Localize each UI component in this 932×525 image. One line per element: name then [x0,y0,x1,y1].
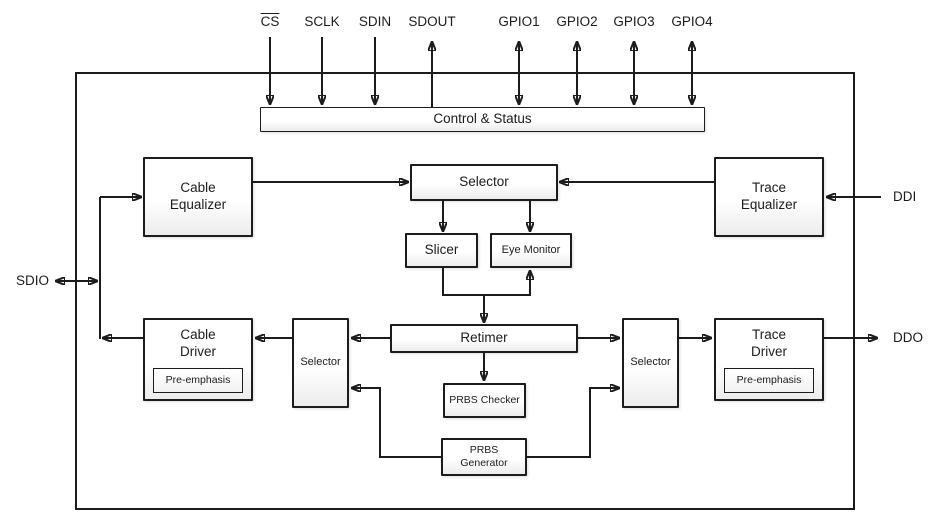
wire-prbs-gen-to-selector-right [527,388,619,458]
slicer-block: Slicer [405,233,478,268]
control-status-block: Control & Status [260,107,705,132]
trace-equalizer-block: Trace Equalizer [714,157,824,237]
pin-label-cs: CS [260,14,280,29]
pin-label-ddi: DDI [893,189,917,204]
cable-driver-label: Cable Driver [180,327,216,359]
pin-label-gpio2: GPIO2 [556,14,598,29]
pin-label-sclk: SCLK [304,14,340,29]
selector-right-block: Selector [622,318,679,408]
cable-driver-preemphasis-block: Pre-emphasis [153,368,243,393]
prbs-generator-block: PRBS Generator [441,438,527,476]
selector-left-block: Selector [292,318,349,408]
wire-slicer-to-eye-monitor [442,268,530,296]
pin-label-gpio1: GPIO1 [498,14,540,29]
pin-label-ddo: DDO [893,330,923,345]
pin-label-gpio3: GPIO3 [613,14,655,29]
trace-driver-label: Trace Driver [751,327,787,359]
retimer-block: Retimer [390,324,578,353]
pin-label-sdout: SDOUT [408,14,456,29]
wire-prbs-gen-to-selector-left [352,388,441,458]
eye-monitor-block: Eye Monitor [490,233,572,268]
selector-top-block: Selector [410,164,558,201]
chip-boundary-box [75,72,855,510]
cable-equalizer-block: Cable Equalizer [143,157,253,237]
prbs-checker-block: PRBS Checker [443,383,526,418]
trace-driver-preemphasis-block: Pre-emphasis [724,368,814,393]
pin-label-sdio: SDIO [16,273,50,288]
pin-label-gpio4: GPIO4 [671,14,713,29]
pin-label-sdin: SDIN [358,14,392,29]
cable-driver-block: Cable Driver Pre-emphasis [143,318,253,401]
trace-driver-block: Trace Driver Pre-emphasis [714,318,824,401]
